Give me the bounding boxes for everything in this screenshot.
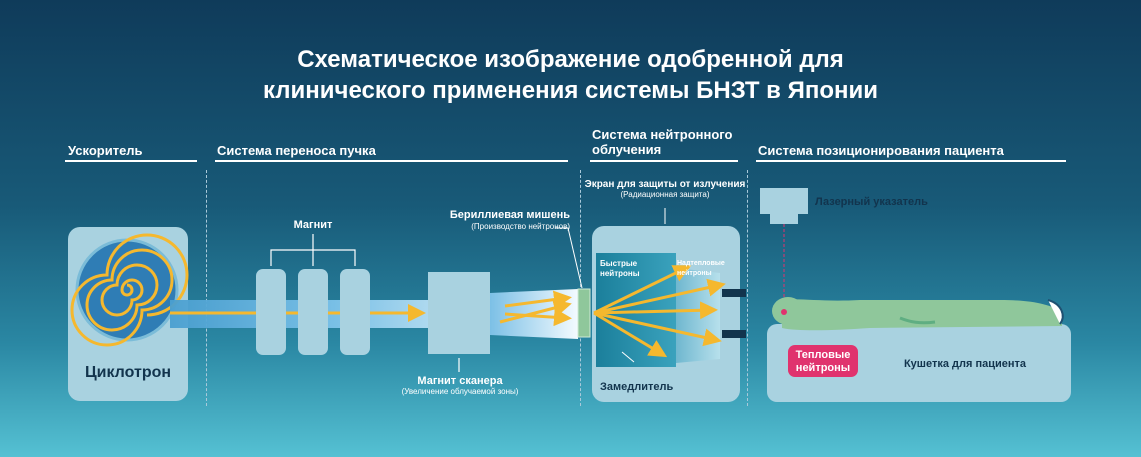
diagram-title-line-2: клинического применения системы БНЗТ в Я…	[262, 77, 879, 104]
cyclotron	[68, 227, 189, 401]
laser-pointer-label: Лазерный указатель	[815, 196, 928, 208]
section-neutron-irradiation-line-1: Система нейтронного	[592, 127, 733, 142]
neutron-irradiation-unit	[592, 208, 746, 402]
separator-1	[206, 170, 207, 406]
patient-couch-label: Кушетка для пациента	[903, 358, 1027, 370]
patient	[772, 297, 1064, 331]
beryllium-target-note: (Производство нейтронов)	[471, 222, 570, 231]
epithermal-neutrons-label-2: нейтроны	[677, 270, 712, 277]
diagram-title-line-1: Схематическое изображение одобренной для	[297, 46, 844, 73]
beryllium-target-leader	[555, 227, 583, 289]
separator-3	[747, 170, 748, 406]
separator-2	[580, 170, 581, 406]
patient-couch	[767, 324, 1071, 402]
section-beam-transport: Система переноса пучка	[217, 143, 376, 158]
section-accelerator-rule	[65, 160, 197, 162]
shield-note: (Радиационная защита)	[620, 190, 710, 199]
beryllium-target	[577, 288, 591, 338]
section-beam-transport-rule	[215, 160, 568, 162]
fast-neutrons-label-1: Быстрые	[600, 259, 638, 268]
beryllium-target-label: Бериллиевая мишень	[449, 209, 570, 221]
section-neutron-irradiation-rule	[590, 160, 738, 162]
fast-neutrons-label-2: нейтроны	[600, 269, 640, 278]
shield-label: Экран для защиты от излучения	[584, 179, 746, 190]
laser-pointer	[760, 188, 808, 312]
scanner-magnet-label: Магнит сканера	[417, 375, 503, 387]
section-accelerator: Ускоритель	[68, 143, 143, 158]
magnet-label: Магнит	[293, 219, 333, 231]
thermal-neutrons-label-1: Тепловые	[795, 349, 851, 361]
section-neutron-irradiation-line-2: облучения	[592, 142, 662, 157]
cyclotron-label: Циклотрон	[84, 364, 172, 381]
epithermal-neutrons-label-1: Надтепловые	[677, 260, 725, 267]
section-patient-positioning: Система позиционирования пациента	[758, 143, 1004, 158]
thermal-neutrons-badge	[788, 345, 858, 377]
scanner-magnet	[428, 272, 490, 372]
section-patient-positioning-rule	[756, 160, 1066, 162]
beam-expansion-cone	[490, 289, 578, 339]
magnets	[256, 234, 370, 355]
scanner-magnet-note: (Увеличение облучаемой зоны)	[401, 387, 519, 396]
thermal-neutrons-label-2: нейтроны	[795, 362, 851, 374]
moderator-label: Замедлитель	[600, 381, 674, 393]
